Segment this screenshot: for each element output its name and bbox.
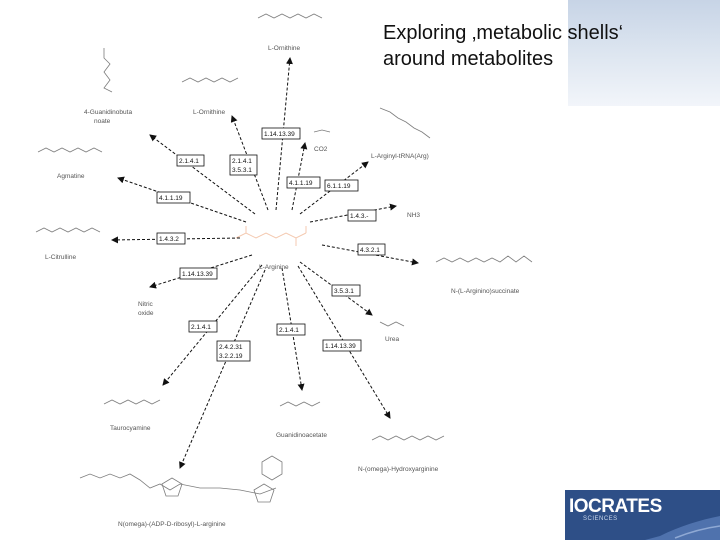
ec-label-3a: 2.1.4.1 (232, 158, 252, 165)
ec-label-10: 1.14.13.39 (182, 271, 213, 278)
label-arg-trna: L-Arginyl-tRNA(Arg) (371, 153, 429, 160)
structure-guanidinoacetate (279, 401, 321, 407)
label-guanidinobutanoate-1: 4-Guanidinobuta (84, 109, 132, 116)
ec-box-15 (322, 339, 362, 352)
ec-box-11 (331, 284, 361, 297)
ec-label-8: 1.4.3.2 (159, 236, 179, 243)
ec-label-14b: 3.2.2.19 (219, 353, 243, 360)
ec-label-4: 4.1.1.19 (289, 180, 313, 187)
edge-citrulline-left (111, 236, 241, 244)
structure-adp-ribose-ring-2 (253, 483, 275, 503)
ec-box-1 (261, 127, 301, 140)
label-co2: CO2 (314, 146, 328, 153)
edge-nh3 (309, 203, 397, 223)
ec-label-5: 6.1.1.19 (327, 183, 351, 190)
label-ornithine-left: L-Ornithine (193, 109, 226, 116)
structure-argininosuccinate (435, 255, 533, 263)
label-guanidinobutanoate-2: noate (94, 118, 111, 125)
structure-adp-ribosyl (79, 473, 277, 495)
molecule-structures (35, 13, 533, 503)
ec-box-9 (357, 243, 386, 256)
ec-box-13 (276, 323, 306, 336)
ec-label-7: 1.4.3.- (350, 213, 368, 220)
ec-label-6: 4.1.1.19 (159, 195, 183, 202)
ec-label-12: 2.1.4.1 (191, 324, 211, 331)
ec-boxes (156, 127, 386, 362)
ec-label-11: 3.5.3.1 (334, 288, 354, 295)
ec-label-9: 4.3.2.1 (360, 247, 380, 254)
structure-adp-ribose-ring-1 (161, 477, 183, 497)
center-metabolite-label: L-Arginine (259, 264, 289, 271)
ec-box-6 (156, 191, 191, 204)
label-hydroxyarginine: N-(omega)-Hydroxyarginine (358, 466, 439, 473)
logo-swoosh-icon (645, 516, 720, 540)
edge-adp-ribosyl (179, 269, 266, 469)
structure-guanidinobutanoate (103, 48, 113, 93)
ec-label-3b: 3.5.3.1 (232, 167, 252, 174)
label-guanidinoacetate: Guanidinoacetate (276, 432, 327, 439)
ec-label-14a: 2.4.2.31 (219, 344, 243, 351)
header-gradient-band (568, 0, 720, 106)
ec-box-2 (176, 154, 205, 167)
ec-box-8 (156, 232, 186, 245)
metabolite-labels: L-Ornithine L-Ornithine 4-Guanidinobuta … (45, 45, 520, 528)
center-structure (235, 226, 307, 246)
structure-adenine-ring (261, 455, 283, 481)
reaction-edges (111, 57, 419, 469)
structure-citrulline-left (35, 227, 101, 233)
structure-arg-trna (379, 107, 431, 139)
structure-urea (379, 321, 405, 327)
label-citrulline: L-Citrulline (45, 254, 76, 261)
slide-title: Exploring ‚metabolic shells‘ around meta… (383, 20, 713, 72)
edge-co2 (291, 142, 308, 211)
logo-text: IOCRATES (569, 496, 662, 517)
logo-subtitle: SCIENCES (583, 516, 618, 522)
ec-box-4 (286, 176, 321, 189)
structure-agmatine (37, 147, 103, 153)
ec-label-2: 2.1.4.1 (179, 158, 199, 165)
ec-box-5 (324, 179, 359, 192)
structure-co2 (313, 129, 331, 133)
ec-box-12 (188, 320, 218, 333)
edge-nitric-oxide (149, 254, 253, 289)
ec-label-15: 1.14.13.39 (325, 343, 356, 350)
ec-box-7 (347, 209, 377, 222)
label-taurocyamine: Taurocyamine (110, 425, 151, 432)
label-argininosuccinate: N-(L-Arginino)succinate (451, 288, 520, 295)
ec-label-1: 1.14.13.39 (264, 131, 295, 138)
slide-title-line-1: Exploring ‚metabolic shells‘ (383, 22, 624, 44)
structure-hydroxyarginine (371, 435, 445, 441)
edge-argininosuccinate (321, 244, 419, 266)
ec-box-14 (216, 340, 251, 362)
structure-taurocyamine (103, 399, 161, 405)
label-nh3: NH3 (407, 212, 420, 219)
label-nitric-oxide-2: oxide (138, 310, 154, 317)
structure-citrulline (257, 13, 323, 19)
label-ornithine-top: L-Ornithine (268, 45, 301, 52)
label-agmatine: Agmatine (57, 173, 85, 180)
ec-box-10 (179, 267, 218, 280)
structure-ornithine-top (181, 77, 239, 83)
ec-labels: 1.14.13.39 2.1.4.1 2.1.4.1 3.5.3.1 4.1.1… (159, 131, 380, 360)
label-urea: Urea (385, 336, 399, 343)
ec-label-13: 2.1.4.1 (279, 327, 299, 334)
ec-box-3 (229, 154, 258, 176)
edge-guanidinobutanoate (149, 134, 256, 215)
slide-title-line-2: around metabolites (383, 48, 554, 70)
biocrates-logo: IOCRATES SCIENCES (565, 490, 720, 540)
label-nitric-oxide-1: Nitric (138, 301, 154, 308)
label-adp-ribosyl: N(omega)-(ADP-D-ribosyl)-L-arginine (118, 521, 226, 528)
